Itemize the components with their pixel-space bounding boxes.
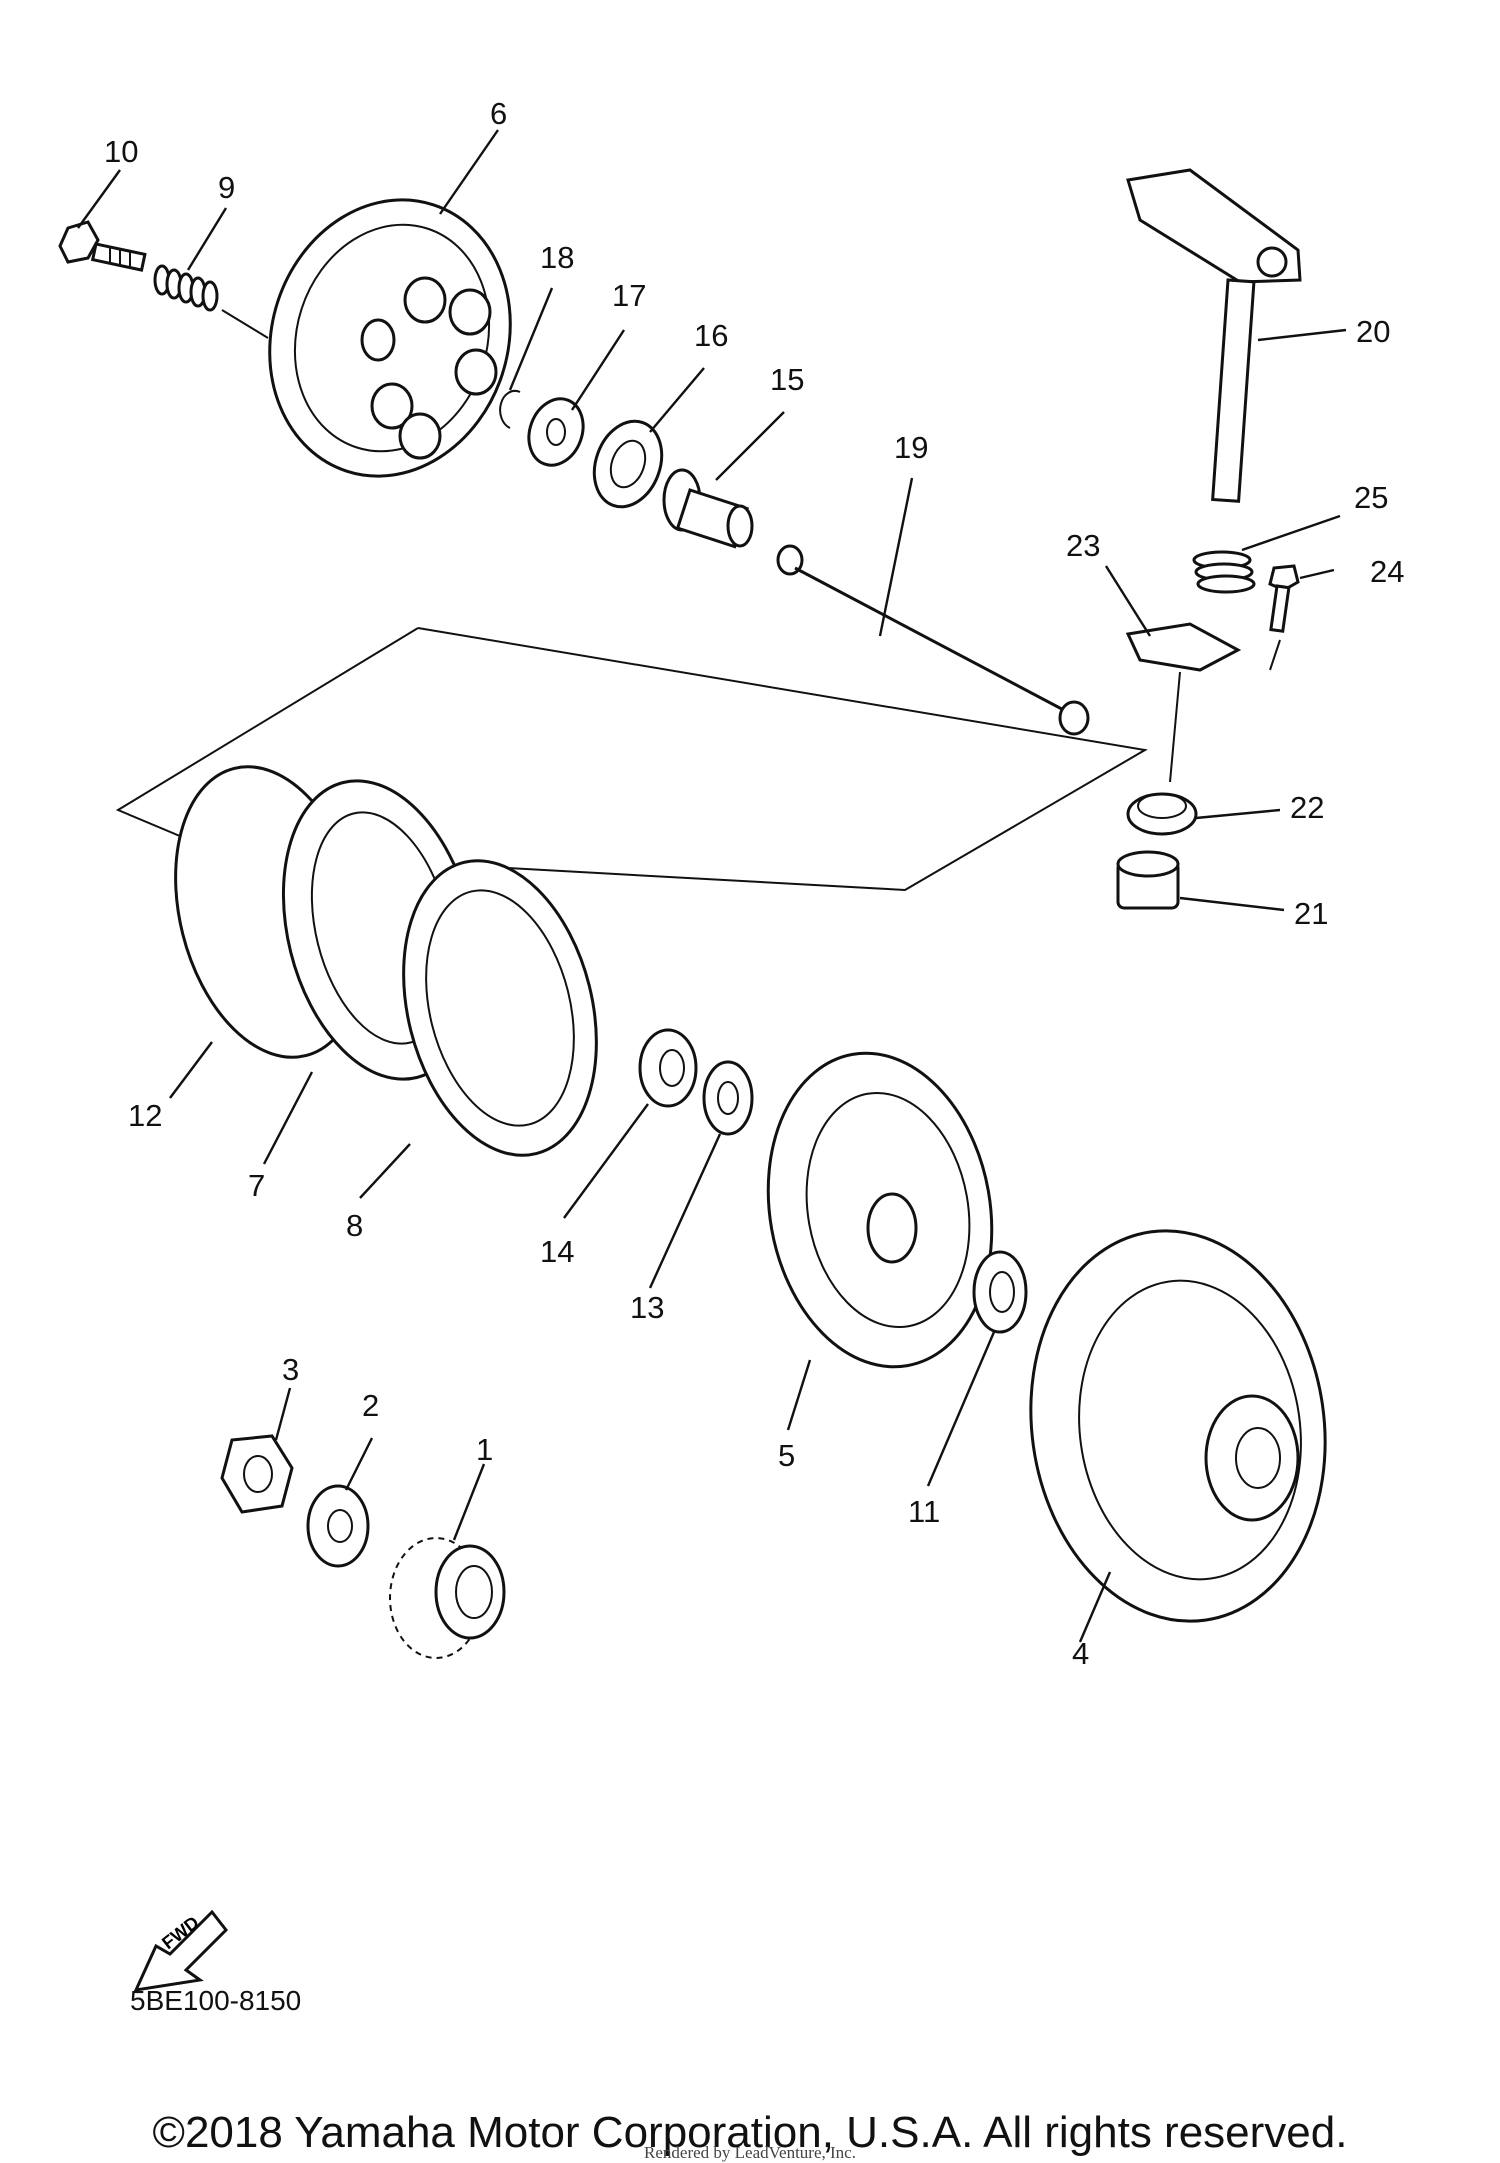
drawing-code: 5BE100-8150 xyxy=(130,1985,302,2016)
callout-14: 14 xyxy=(540,1234,574,1269)
callout-1: 1 xyxy=(476,1432,493,1467)
callout-7: 7 xyxy=(248,1168,265,1203)
part-25-spring xyxy=(1192,550,1256,594)
part-9-spring xyxy=(153,264,269,339)
part-19-long-rod xyxy=(776,544,1090,736)
callout-19: 19 xyxy=(894,430,928,465)
callout-9: 9 xyxy=(218,170,235,205)
callout-5: 5 xyxy=(778,1438,795,1473)
part-22-oil-seal xyxy=(1126,792,1198,836)
callout-18: 18 xyxy=(540,240,574,275)
part-15-push-rod xyxy=(662,468,754,549)
part-16-bearing xyxy=(592,419,664,509)
part-18-circlip xyxy=(499,389,521,429)
callout-25: 25 xyxy=(1354,480,1388,515)
callout-6: 6 xyxy=(490,96,507,131)
callout-12: 12 xyxy=(128,1098,162,1133)
part-21-bushing xyxy=(1116,850,1180,910)
callout-4: 4 xyxy=(1072,1636,1089,1671)
part-13-lock-washer xyxy=(702,1060,754,1136)
callout-labels: 1 2 3 4 5 6 7 8 9 10 11 12 13 14 15 16 1… xyxy=(104,96,1404,1671)
part-17-washer xyxy=(527,397,585,467)
callout-10: 10 xyxy=(104,134,138,169)
callout-15: 15 xyxy=(770,362,804,397)
leader-lines xyxy=(77,129,1347,1643)
part-23-plate xyxy=(1125,622,1281,783)
part-8-plate xyxy=(402,859,598,1157)
callout-22: 22 xyxy=(1290,790,1324,825)
callout-2: 2 xyxy=(362,1388,379,1423)
callout-11: 11 xyxy=(908,1494,940,1529)
part-14-nut xyxy=(638,1028,698,1108)
copyright-notice: ©2018 Yamaha Motor Corporation, U.S.A. A… xyxy=(152,2108,1348,2157)
callout-23: 23 xyxy=(1066,528,1100,563)
part-4-clutch-housing xyxy=(1029,1229,1327,1623)
callout-24: 24 xyxy=(1370,554,1404,589)
part-11-thrust-washer xyxy=(972,1250,1028,1334)
callout-20: 20 xyxy=(1356,314,1390,349)
callout-16: 16 xyxy=(694,318,728,353)
part-6-pressure-plate xyxy=(268,198,512,478)
fwd-arrow: FWD xyxy=(133,1909,228,1992)
part-20-lever-shaft xyxy=(1126,168,1302,503)
callout-13: 13 xyxy=(630,1290,664,1325)
part-2-washer xyxy=(306,1484,370,1568)
part-1-gear xyxy=(389,1537,506,1659)
plate-group-outline xyxy=(115,627,1148,892)
callout-21: 21 xyxy=(1294,896,1328,931)
callout-8: 8 xyxy=(346,1208,363,1243)
part-5-clutch-boss xyxy=(766,1051,994,1369)
part-24-bolt xyxy=(1268,564,1300,633)
part-3-nut xyxy=(220,1434,294,1514)
rendered-by-notice: Rendered by LeadVenture, Inc. xyxy=(644,2143,856,2162)
callout-17: 17 xyxy=(612,278,646,313)
part-10-bolt xyxy=(58,220,147,272)
callout-3: 3 xyxy=(282,1352,299,1387)
